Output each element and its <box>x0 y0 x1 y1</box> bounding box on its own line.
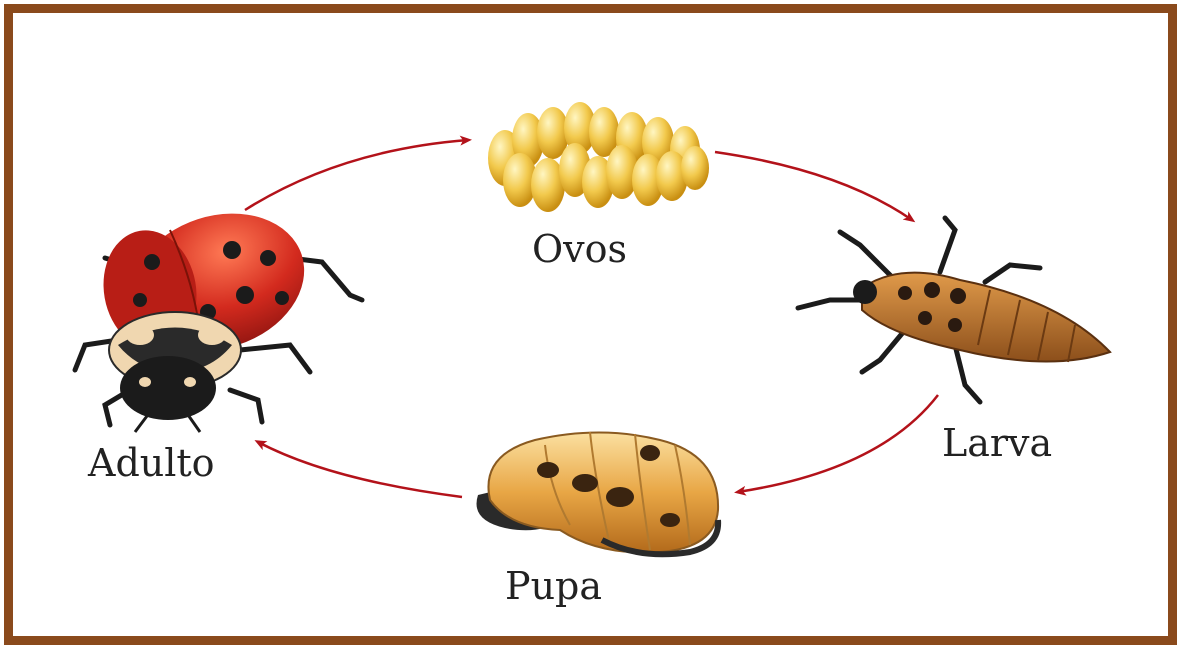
larva-icon <box>795 215 1112 405</box>
arrow-larva-to-pupa <box>734 394 939 496</box>
label-larva: Larva <box>942 421 1053 465</box>
label-eggs: Ovos <box>532 227 627 271</box>
egg-cluster-icon <box>488 102 709 212</box>
arrow-pupa-to-adult <box>254 440 463 499</box>
cycle-arrows <box>244 135 939 499</box>
label-adult: Adulto <box>88 441 215 485</box>
arrow-adult-to-eggs <box>244 135 472 212</box>
ladybug-icon <box>72 213 365 433</box>
label-pupa: Pupa <box>505 564 603 608</box>
pupa-icon <box>476 431 722 558</box>
arrow-eggs-to-larva <box>714 150 916 223</box>
